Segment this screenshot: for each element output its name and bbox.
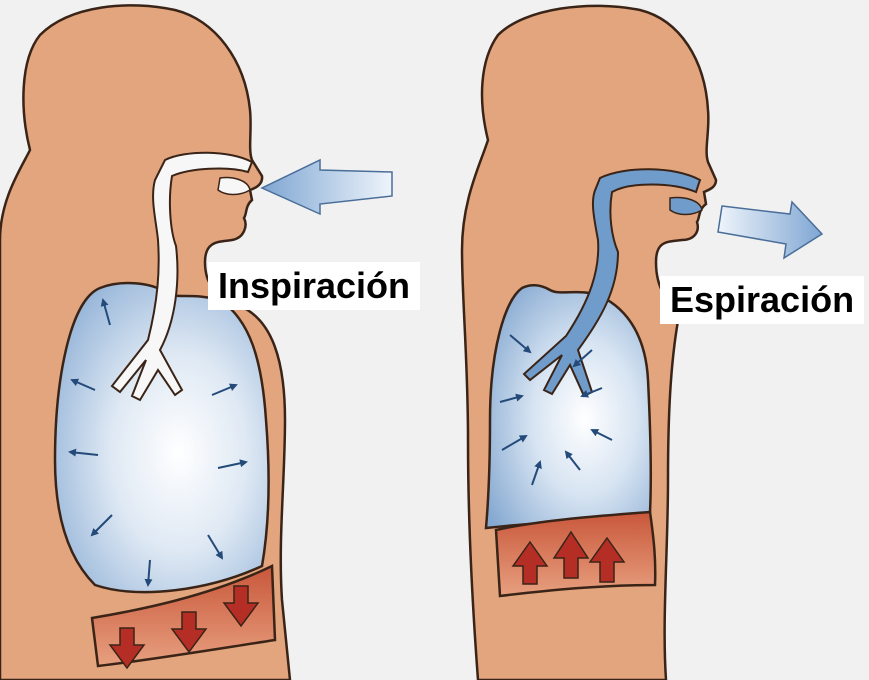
- inspiration-figure: [0, 5, 392, 680]
- arrow-left-icon: [262, 160, 392, 214]
- inspiration-label: Inspiración: [208, 262, 420, 310]
- arrow-right-icon: [718, 202, 822, 258]
- expiration-lung: [486, 285, 651, 528]
- expiration-label: Espiración: [660, 276, 864, 324]
- expiration-figure: [462, 6, 822, 680]
